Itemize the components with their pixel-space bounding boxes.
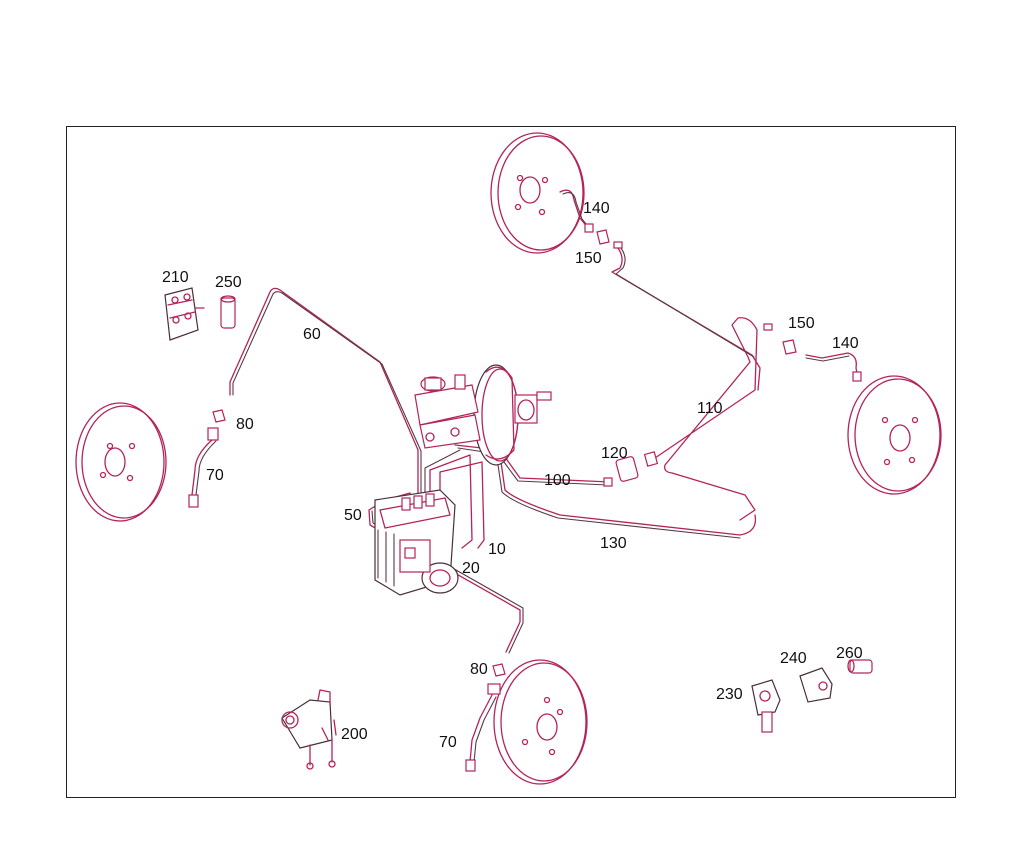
label-100: 100 — [544, 472, 571, 489]
label-250: 250 — [215, 274, 242, 291]
part-210 — [164, 287, 205, 341]
label-10: 10 — [488, 541, 506, 558]
label-260: 260 — [836, 645, 863, 662]
label-200: 200 — [341, 726, 368, 743]
label-150-top: 150 — [575, 250, 602, 267]
brake-hose-140-right — [805, 352, 862, 382]
label-140-top: 140 — [583, 200, 610, 217]
brake-line-top — [611, 247, 761, 391]
brake-line-110 — [654, 317, 758, 521]
label-150-right: 150 — [788, 315, 815, 332]
brake-disc-front-top — [490, 132, 585, 254]
clip-150-top — [596, 229, 623, 249]
abs-hydraulic-unit — [374, 489, 459, 596]
label-70-left: 70 — [206, 467, 224, 484]
label-50: 50 — [344, 507, 362, 524]
label-60: 60 — [303, 326, 321, 343]
brake-line-60 — [229, 287, 422, 503]
brake-hose-70-bottom — [465, 683, 501, 772]
clip-80-left — [212, 409, 226, 423]
label-20: 20 — [462, 560, 480, 577]
label-80-bottom: 80 — [470, 661, 488, 678]
brake-hose-70-left — [188, 427, 219, 508]
label-210: 210 — [162, 269, 189, 286]
label-120: 120 — [601, 445, 628, 462]
label-80-left: 80 — [236, 416, 254, 433]
brake-line-100 — [454, 444, 611, 486]
label-130: 130 — [600, 535, 627, 552]
brake-hose-140-top — [559, 189, 594, 233]
label-230: 230 — [716, 686, 743, 703]
label-140-right: 140 — [832, 335, 859, 352]
master-cylinder-booster — [414, 364, 552, 466]
diagram-frame — [66, 126, 956, 798]
label-70-bottom: 70 — [439, 734, 457, 751]
connector-120 — [603, 451, 659, 487]
label-110: 110 — [697, 400, 723, 417]
part-250 — [220, 295, 236, 329]
brake-line-130 — [496, 454, 757, 539]
part-260 — [847, 659, 873, 674]
part-230 — [751, 679, 781, 733]
label-240: 240 — [780, 650, 807, 667]
clip-80-bottom — [492, 663, 506, 677]
brake-disc-left — [75, 402, 167, 522]
brake-disc-bottom — [493, 659, 588, 785]
part-200 — [281, 689, 337, 770]
clip-150-right — [763, 323, 797, 355]
part-240 — [799, 667, 833, 703]
brake-disc-right — [847, 375, 942, 495]
brake-line-10-20 — [424, 449, 485, 549]
